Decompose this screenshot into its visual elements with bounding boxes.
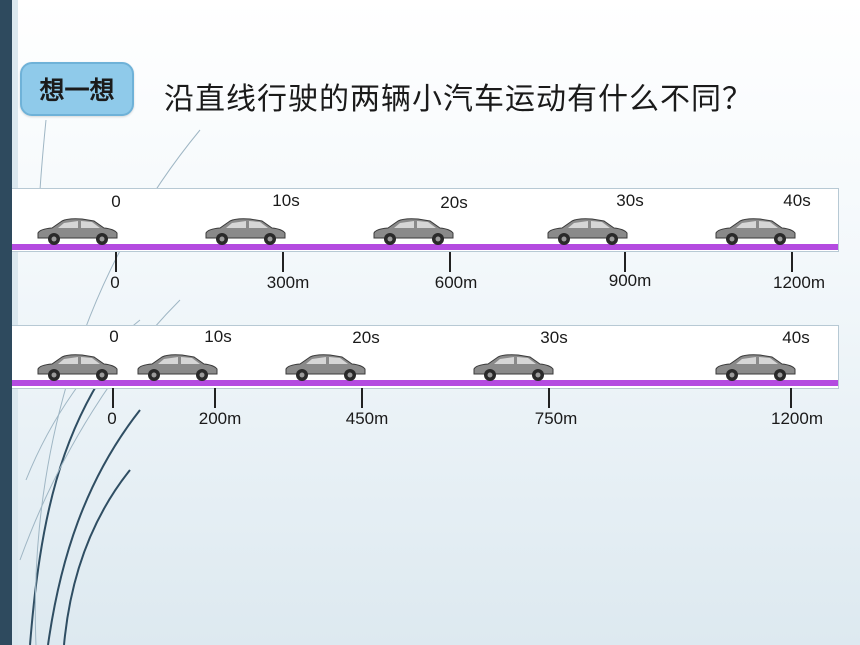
car-icon <box>37 218 118 245</box>
distance-tick <box>624 252 626 272</box>
time-label: 30s <box>540 328 568 347</box>
time-label: 20s <box>440 193 468 212</box>
time-label: 0 <box>111 192 121 211</box>
road-1 <box>12 244 838 250</box>
distance-label: 750m <box>534 409 578 428</box>
distance-label: 200m <box>198 409 242 428</box>
car-icon <box>137 354 218 381</box>
car-icon <box>205 218 286 245</box>
time-label: 40s <box>783 191 811 210</box>
car-icon <box>473 354 554 381</box>
time-label: 10s <box>272 191 300 210</box>
distance-tick <box>115 252 117 272</box>
distance-tick <box>790 388 792 408</box>
car-icon <box>547 218 628 245</box>
distance-label: 450m <box>345 409 389 428</box>
time-label: 40s <box>782 328 810 347</box>
distance-label: 0 <box>110 273 120 292</box>
distance-label: 1200m <box>771 409 823 428</box>
distance-tick <box>361 388 363 408</box>
distance-tick <box>449 252 451 272</box>
time-label: 20s <box>352 328 380 347</box>
car-icon <box>285 354 366 381</box>
road-2 <box>12 380 838 386</box>
think-badge: 想一想 <box>20 62 134 116</box>
left-accent-bar <box>0 0 12 645</box>
car-icon <box>715 218 796 245</box>
distance-label: 0 <box>107 409 117 428</box>
car-icon <box>37 354 118 381</box>
distance-tick <box>112 388 114 408</box>
left-accent-stripe <box>12 0 18 645</box>
car-icon <box>715 354 796 381</box>
time-label: 30s <box>616 191 644 210</box>
distance-label: 600m <box>434 273 478 292</box>
track-1-panel <box>12 188 839 252</box>
time-label: 10s <box>204 327 232 346</box>
distance-tick <box>548 388 550 408</box>
distance-label: 300m <box>266 273 310 292</box>
question-title: 沿直线行驶的两辆小汽车运动有什么不同？ <box>164 82 753 117</box>
distance-tick <box>282 252 284 272</box>
time-label: 0 <box>109 327 119 346</box>
distance-tick <box>791 252 793 272</box>
distance-label: 1200m <box>773 273 825 292</box>
car-icon <box>373 218 454 245</box>
distance-label: 900m <box>608 271 652 290</box>
distance-tick <box>214 388 216 408</box>
